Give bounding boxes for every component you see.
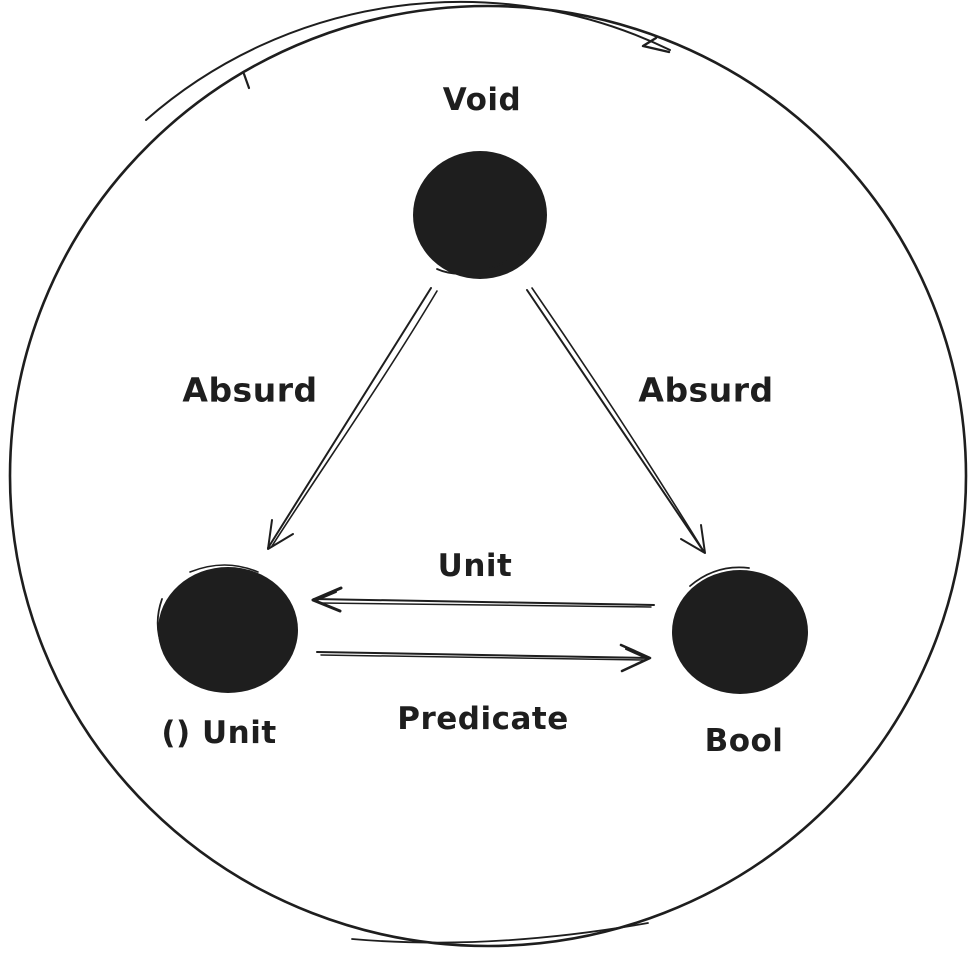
boundary-circle [8, 0, 968, 948]
node-void-dot [413, 151, 547, 279]
edge-absurd-right-label: Absurd [638, 370, 774, 410]
arrow-void-to-bool [526, 287, 706, 554]
node-unit-dot [156, 564, 298, 693]
edge-predicate-label: Predicate [397, 701, 569, 737]
node-void-label: Void [442, 82, 522, 118]
node-unit-label: () Unit [161, 715, 277, 751]
node-bool-dot [672, 566, 808, 694]
edge-unit-label: Unit [437, 548, 513, 584]
arrow-void-to-unit [267, 287, 438, 550]
edge-absurd-left-label: Absurd [182, 370, 318, 410]
arrow-bool-to-unit [311, 586, 655, 613]
node-bool-label: Bool [704, 723, 784, 759]
arrow-unit-to-bool [316, 643, 652, 673]
